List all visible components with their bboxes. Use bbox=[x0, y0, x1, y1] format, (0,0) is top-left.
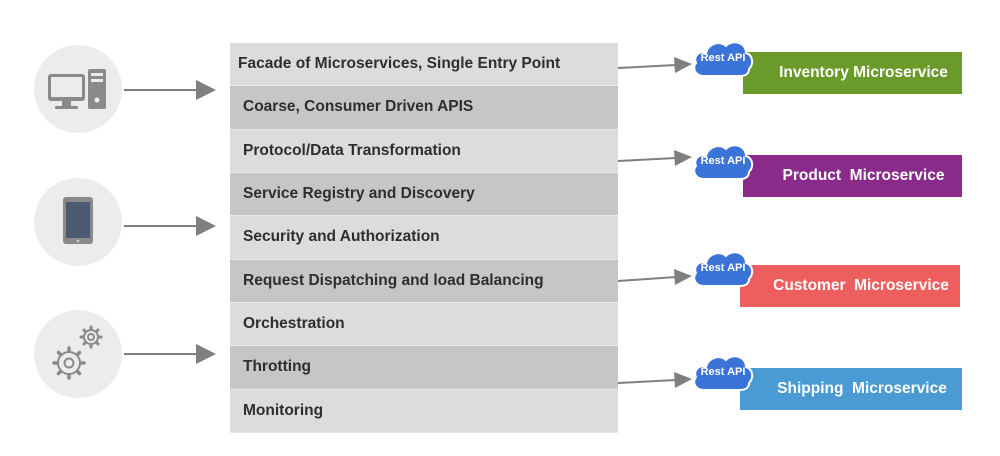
gateway-layer-coarse-apis: Coarse, Consumer Driven APIS bbox=[230, 86, 618, 130]
arrow-gateway-to-inventory bbox=[617, 57, 692, 73]
shipping-microservice-label: Shipping Microservice bbox=[777, 380, 947, 397]
shipping-rest-api-label: Rest API bbox=[700, 366, 746, 378]
desktop-computer-icon bbox=[48, 69, 106, 109]
cloud-icon bbox=[693, 251, 754, 287]
product-microservice-box: Product Microservice bbox=[743, 155, 962, 197]
cloud-icon bbox=[693, 41, 754, 77]
gateway-layer-service-registry: Service Registry and Discovery bbox=[230, 172, 618, 217]
arrow-gateway-to-product bbox=[617, 150, 692, 166]
gateway-layer-throttling: Throtting bbox=[230, 346, 618, 390]
arrow-tablet-to-gateway bbox=[124, 216, 216, 236]
customer-microservice-box: Customer Microservice bbox=[740, 265, 960, 307]
arrow-desktop-to-gateway bbox=[124, 80, 216, 100]
gateway-layer-protocol-transformation: Protocol/Data Transformation bbox=[230, 129, 618, 173]
gears-icon bbox=[52, 325, 103, 380]
inventory-microservice-box: Inventory Microservice bbox=[743, 52, 962, 94]
cloud-icon bbox=[693, 355, 754, 391]
arrow-gears-to-gateway bbox=[124, 344, 216, 364]
inventory-microservice-label: Inventory Microservice bbox=[779, 64, 948, 81]
tablet-icon bbox=[63, 197, 93, 244]
client-tablet bbox=[34, 178, 122, 266]
gateway-layer-monitoring: Monitoring bbox=[230, 389, 618, 433]
customer-rest-api-cloud: Rest API bbox=[692, 246, 754, 290]
inventory-rest-api-cloud: Rest API bbox=[692, 36, 754, 80]
cloud-icon bbox=[693, 144, 754, 180]
product-rest-api-cloud: Rest API bbox=[692, 139, 754, 183]
api-gateway-stack: Facade of Microservices, Single Entry Po… bbox=[230, 43, 618, 433]
gateway-layer-security: Security and Authorization bbox=[230, 216, 618, 260]
client-gears bbox=[34, 310, 122, 398]
shipping-rest-api-cloud: Rest API bbox=[692, 350, 754, 394]
customer-rest-api-label: Rest API bbox=[700, 262, 746, 274]
customer-microservice-label: Customer Microservice bbox=[773, 277, 949, 294]
client-desktop bbox=[34, 45, 122, 133]
inventory-rest-api-label: Rest API bbox=[700, 52, 746, 64]
product-microservice-label: Product Microservice bbox=[782, 167, 945, 184]
gateway-layer-orchestration: Orchestration bbox=[230, 302, 618, 347]
shipping-microservice-box: Shipping Microservice bbox=[740, 368, 962, 410]
arrow-gateway-to-shipping bbox=[617, 372, 692, 388]
gateway-layer-facade: Facade of Microservices, Single Entry Po… bbox=[230, 43, 618, 87]
gateway-layer-dispatching: Request Dispatching and load Balancing bbox=[230, 259, 618, 303]
arrow-gateway-to-customer bbox=[617, 269, 692, 285]
product-rest-api-label: Rest API bbox=[700, 155, 746, 167]
